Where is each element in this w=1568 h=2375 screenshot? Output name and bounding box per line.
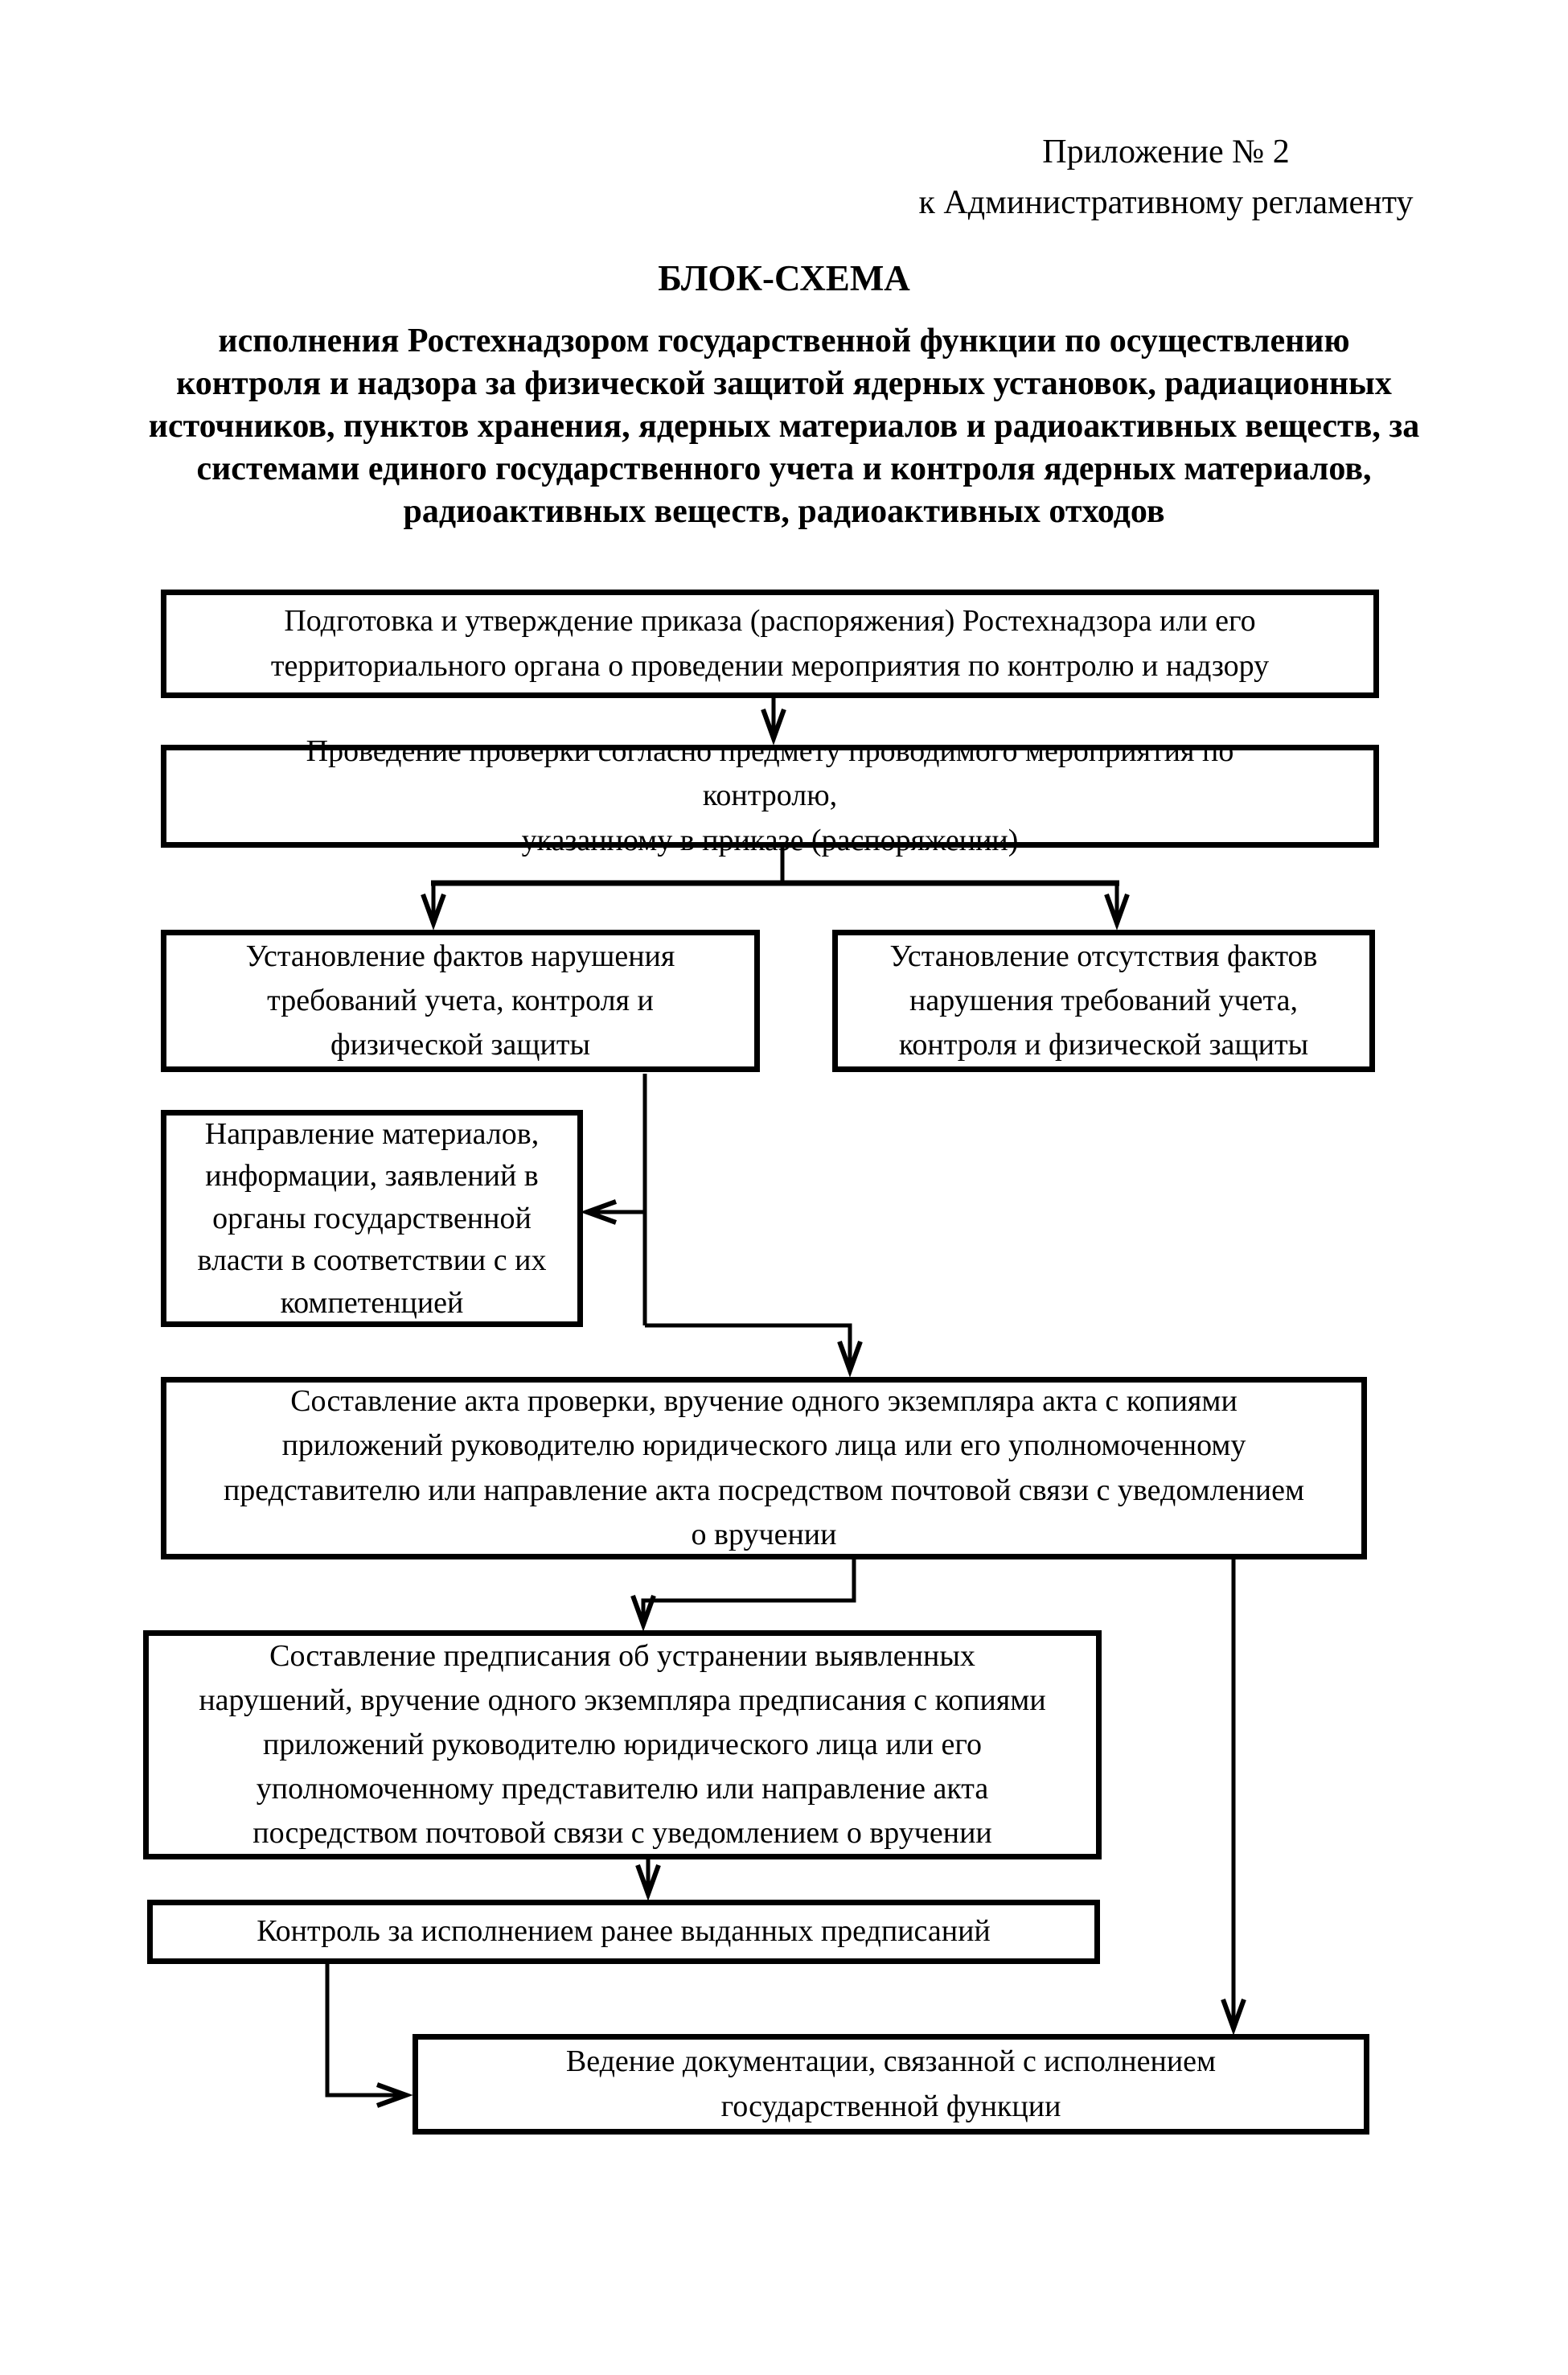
node-line: посредством почтовой связи с уведомление… <box>252 1816 992 1851</box>
node-violations-found: Установление фактов нарушения требований… <box>161 930 760 1072</box>
node-line: Ведение документации, связанной с исполн… <box>565 2044 1217 2079</box>
node-line: власти в соответствии с их <box>197 1243 547 1278</box>
node-line: Подготовка и утверждение приказа (распор… <box>284 604 1256 639</box>
node-line: Направление материалов, <box>204 1116 540 1151</box>
connector-control-to-documentation <box>325 1964 406 2095</box>
node-line: физической защиты <box>330 1028 591 1062</box>
node-prepare-order: Подготовка и утверждение приказа (распор… <box>161 590 1379 698</box>
node-line: Контроль за исполнением ранее выданных п… <box>257 1914 991 1949</box>
node-draw-up-act: Составление акта проверки, вручение одно… <box>161 1377 1367 1559</box>
node-line: Составление предписания об устранении вы… <box>269 1638 975 1673</box>
node-line: территориального органа о проведении мер… <box>270 648 1270 683</box>
node-line: представителю или направление акта посре… <box>223 1473 1305 1507</box>
subtitle-line: источников, пунктов хранения, ядерных ма… <box>148 407 1420 445</box>
node-line: Проведение проверки согласно предмету пр… <box>306 734 1234 813</box>
node-line: Установление фактов нарушения <box>245 939 675 973</box>
document-title: БЛОК-СХЕМА исполнения Ростехнадзором гос… <box>0 257 1568 533</box>
subtitle-line: контроля и надзора за физической защитой… <box>176 364 1392 402</box>
node-line: компетенцией <box>280 1285 464 1320</box>
node-line: нарушения требований учета, <box>909 983 1298 1017</box>
node-documentation: Ведение документации, связанной с исполн… <box>413 2034 1369 2135</box>
node-draw-up-prescription: Составление предписания об устранении вы… <box>143 1630 1102 1859</box>
node-line: уполномоченному представителю или направ… <box>256 1772 989 1806</box>
annex-line-1: Приложение № 2 <box>1042 134 1290 171</box>
node-line: требований учета, контроля и <box>267 983 654 1017</box>
node-send-materials: Направление материалов, информации, заяв… <box>161 1110 583 1327</box>
node-line: приложений руководителю юридического лиц… <box>263 1727 982 1761</box>
node-line: органы государственной <box>212 1201 532 1235</box>
node-line: приложений руководителю юридического лиц… <box>281 1428 1246 1463</box>
title-heading: БЛОК-СХЕМА <box>658 258 910 298</box>
annex-reference: Приложение № 2 к Административному регла… <box>876 127 1455 228</box>
node-line: государственной функции <box>720 2089 1061 2123</box>
subtitle-line: системами единого государственного учета… <box>196 450 1372 487</box>
node-line: о вручении <box>691 1517 837 1551</box>
connector-elbow-to-act <box>645 1323 850 1370</box>
title-subtitle: исполнения Ростехнадзором государственно… <box>0 320 1568 533</box>
node-control-execution: Контроль за исполнением ранее выданных п… <box>147 1900 1100 1964</box>
node-conduct-check: Проведение проверки согласно предмету пр… <box>161 734 1379 857</box>
subtitle-line: радиоактивных веществ, радиоактивных отх… <box>403 492 1165 530</box>
node-line: Составление акта проверки, вручение одно… <box>290 1384 1238 1419</box>
node-line: контроля и физической защиты <box>898 1028 1309 1062</box>
connector-act-to-prescription <box>643 1559 856 1625</box>
node-line: нарушений, вручение одного экземпляра пр… <box>199 1683 1046 1717</box>
node-line: Установление отсутствия фактов <box>889 939 1318 973</box>
annex-line-2: к Административному регламенту <box>918 184 1414 221</box>
subtitle-line: исполнения Ростехнадзором государственно… <box>218 323 1350 360</box>
node-line: информации, заявлений в <box>205 1159 539 1194</box>
node-line: указанному в приказе (распоряжении) <box>521 823 1019 857</box>
node-no-violations: Установление отсутствия фактов нарушения… <box>832 930 1375 1072</box>
